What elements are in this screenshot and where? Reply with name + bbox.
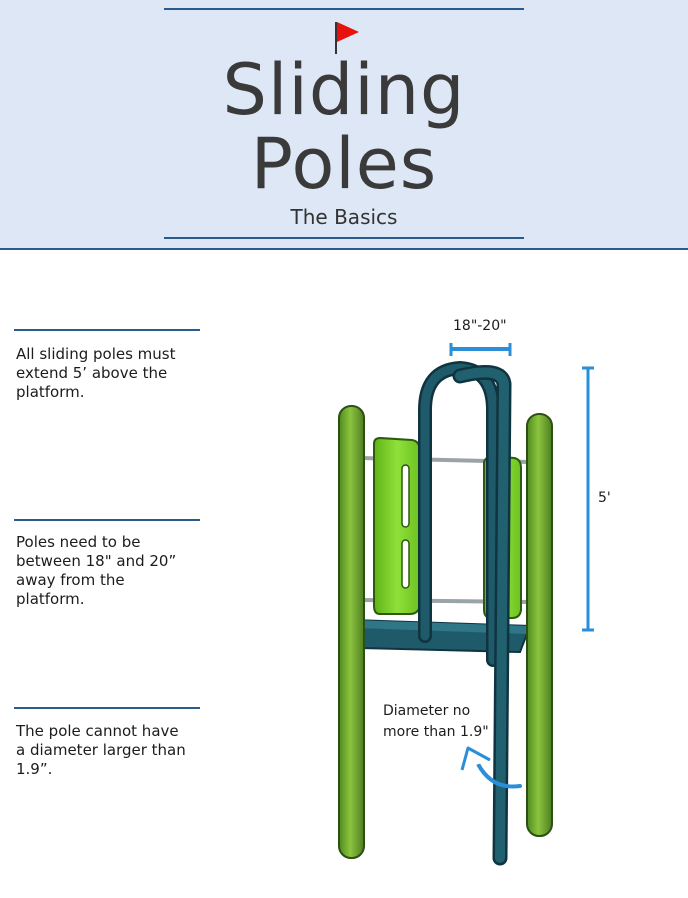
height-label: 5' — [598, 490, 611, 506]
post-right — [526, 413, 553, 837]
header-banner — [0, 0, 688, 250]
arrow-head-icon — [460, 746, 491, 771]
diameter-label-line1: Diameter no — [383, 703, 471, 719]
page-subtitle: The Basics — [290, 205, 398, 229]
tip-rule-3 — [14, 707, 200, 709]
sliding-pole — [455, 367, 510, 863]
diameter-label-line2: more than 1.9" — [383, 724, 489, 740]
diameter-arrow — [476, 762, 522, 789]
tip-diameter: The pole cannot have a diameter larger t… — [16, 722, 186, 778]
arch-outline — [418, 360, 500, 667]
header-top-rule — [164, 8, 524, 10]
tip-distance: Poles need to be between 18" and 20” awa… — [16, 533, 177, 608]
page-title-line2: Poles — [250, 123, 438, 205]
panel-left — [373, 436, 421, 615]
page-title-line1: Sliding — [222, 49, 466, 131]
width-label: 18"-20" — [453, 318, 507, 334]
flag-icon — [335, 22, 359, 54]
tip-extend-height: All sliding poles must extend 5’ above t… — [16, 345, 176, 401]
post-left — [338, 405, 365, 859]
header-bottom-rule — [164, 237, 524, 239]
tip-rule-2 — [14, 519, 200, 521]
tip-rule-1 — [14, 329, 200, 331]
